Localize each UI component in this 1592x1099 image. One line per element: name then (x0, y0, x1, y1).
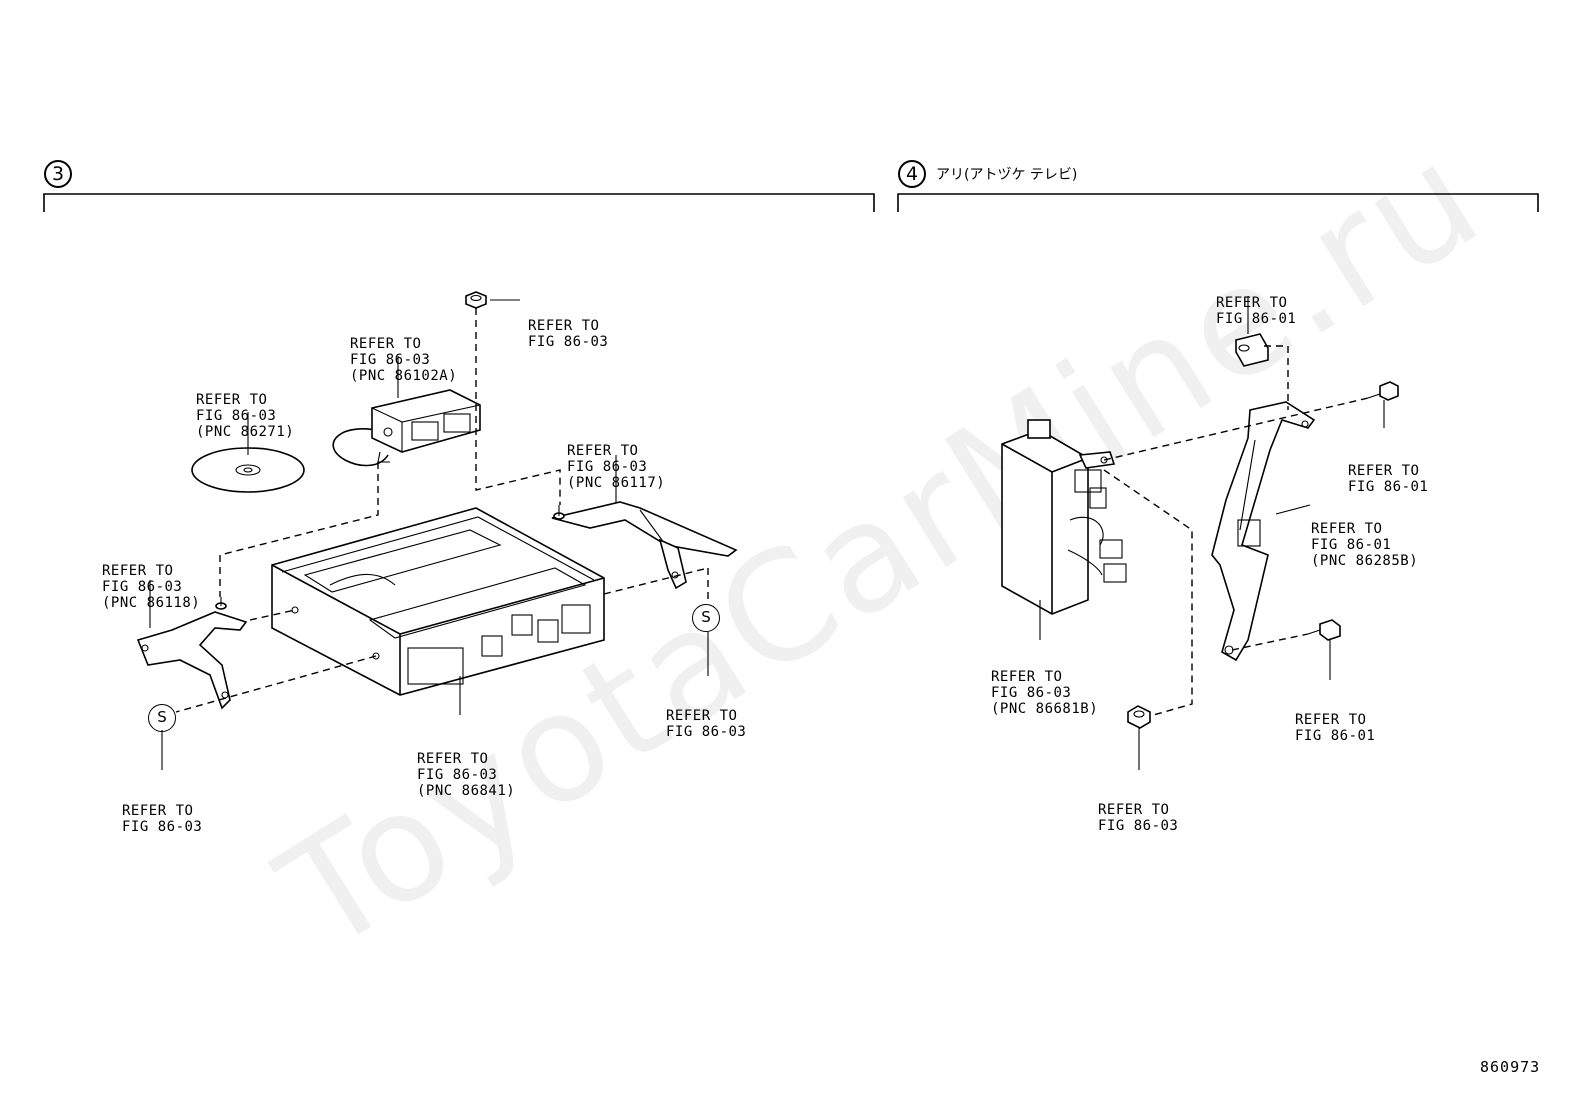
clip-top-part (1235, 296, 1269, 367)
section-4-number: 4 (898, 160, 926, 188)
screw-s-mark-right: S (692, 604, 720, 632)
nut-bottom-part (1127, 705, 1151, 770)
bolt-lower-part (1307, 619, 1341, 680)
main-unit-part (271, 507, 605, 715)
tv-module-part (1001, 419, 1127, 640)
section-4-assembly-lines (1103, 345, 1369, 717)
section-4-title: アリ(アトヅケ テレビ) (936, 167, 1078, 183)
bracket-right-part (551, 455, 738, 590)
screw-s-mark-left: S (148, 704, 176, 732)
section-4-bracket (897, 193, 1539, 212)
disc-part (191, 412, 305, 493)
section-3-number: 3 (44, 160, 72, 188)
ecu-box-part (332, 356, 481, 467)
section-3-bracket (43, 193, 875, 212)
figure-number: 860973 (1480, 1058, 1541, 1076)
nut-top-part (465, 291, 520, 309)
bolt-upper-part (1367, 381, 1399, 428)
bracket-left-part (136, 580, 248, 710)
tv-bracket-part (1211, 401, 1316, 662)
section-3-assembly-lines (161, 308, 709, 770)
